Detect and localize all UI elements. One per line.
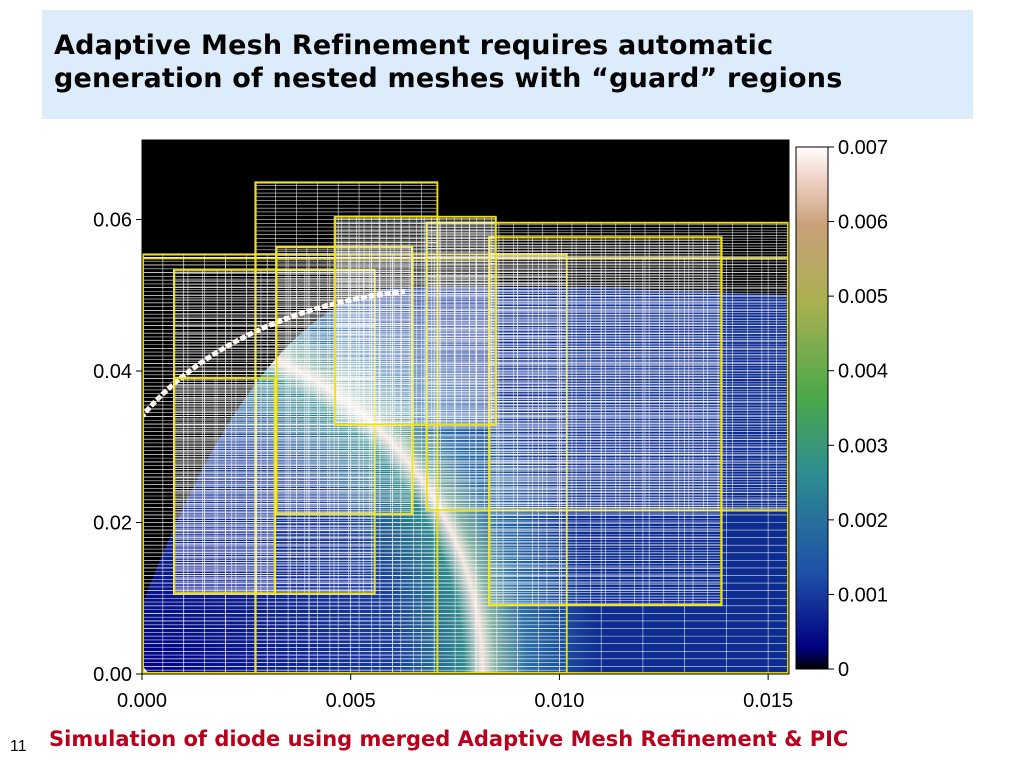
x-tick-label: 0.000 [117, 690, 167, 712]
colorbar: 0 0.001 0.002 0.003 0.004 0.005 0.006 0.007 [795, 137, 888, 681]
y-axis: 0.00 0.02 0.04 0.06 [93, 210, 142, 686]
mesh-patch-level-5 [333, 215, 497, 426]
colorbar-tick-label: 0.003 [838, 435, 888, 457]
mesh-patch-level-3 [425, 221, 789, 512]
colorbar-tick-label: 0.002 [838, 510, 888, 532]
y-tick-label: 0.04 [93, 361, 132, 383]
patch-border [488, 236, 723, 606]
mesh-patch-level-3 [488, 236, 723, 607]
title-line-2: generation of nested meshes with “guard”… [54, 63, 843, 94]
slide-number: 11 [10, 738, 27, 755]
y-tick-label: 0.00 [93, 664, 132, 686]
x-tick-label: 0.010 [534, 690, 584, 712]
x-tick-label: 0.015 [743, 690, 793, 712]
colorbar-tick-label: 0.007 [838, 137, 888, 159]
x-tick-label: 0.005 [326, 690, 376, 712]
colorbar-tick-label: 0.006 [838, 212, 888, 234]
colorbar-tick-label: 0.005 [838, 286, 888, 308]
plot-frame [141, 139, 790, 675]
colorbar-tick-label: 0.004 [838, 361, 888, 383]
title-line-1: Adaptive Mesh Refinement requires automa… [54, 30, 774, 61]
x-axis: 0.000 0.005 0.010 0.015 [117, 674, 793, 712]
patch-border [173, 377, 276, 595]
colorbar-tick-label: 0.001 [838, 584, 888, 606]
y-tick-label: 0.02 [93, 513, 132, 535]
mesh-patch-level-4 [173, 377, 276, 595]
colorbar-scale [795, 146, 829, 670]
colorbar-tick-label: 0 [838, 659, 849, 681]
y-tick-label: 0.06 [93, 210, 132, 232]
figure-caption: Simulation of diode using merged Adaptiv… [49, 727, 849, 751]
patch-border [334, 215, 497, 426]
plot-clip-group [142, 140, 789, 674]
plot-area [141, 139, 790, 675]
title-box: Adaptive Mesh Refinement requires automa… [42, 10, 973, 119]
